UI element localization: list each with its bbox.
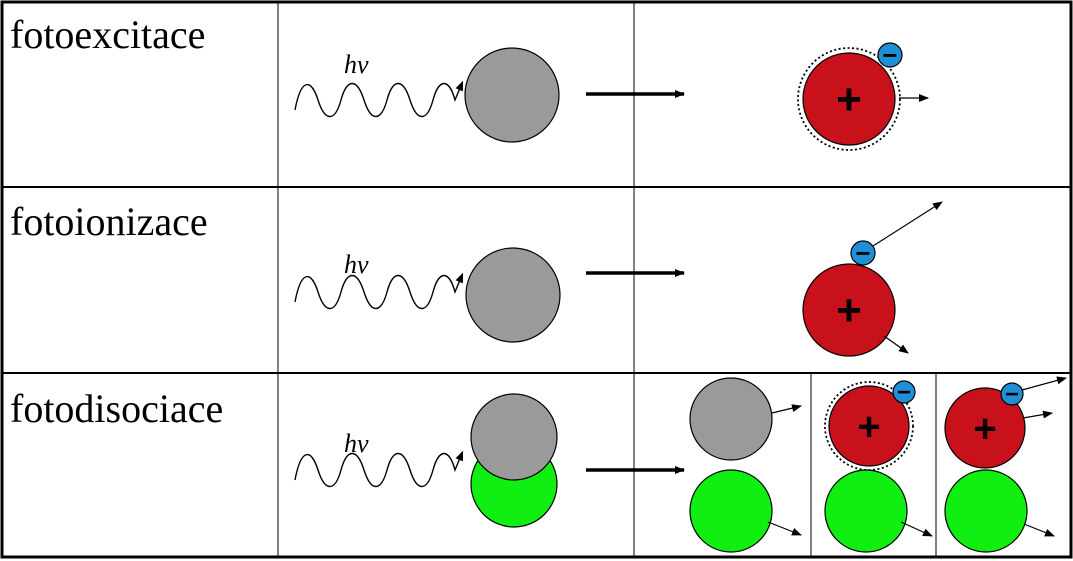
row-label: fotoionizace [10,199,208,244]
electron [1000,382,1024,406]
row-photoionization: fotoionizace hν + − [10,199,943,357]
gray-fragment [689,377,773,461]
row-label: fotoexcitace [10,12,205,57]
photon-label: hν [344,250,369,279]
row-label: fotodisociace [10,386,223,431]
photon-wave [294,80,464,118]
green-fragment [944,469,1028,553]
photon-label: hν [344,429,369,458]
motion-arrow [1023,523,1055,537]
positive-charge-icon: + [857,405,880,449]
neutral-particle [465,247,561,343]
electron [892,380,916,404]
photon-wave [294,272,464,310]
row-photodissociation: fotodisociace hν + − + − [10,376,1067,553]
excited-ion [828,385,910,467]
negative-charge-icon: − [855,238,870,268]
green-fragment [689,469,773,553]
electron-motion-arrow [872,201,943,247]
electron [877,42,903,68]
product-neutral-fragments [689,377,802,553]
product-excited-ion: + − [824,379,933,553]
neutral-particle [464,47,560,143]
negative-charge-icon: − [1005,381,1019,408]
motion-arrow [771,404,802,414]
motion-arrow [767,521,802,536]
electron [850,240,876,266]
product-ionized-fragment: + − [944,376,1067,553]
photon-label: hν [344,50,369,79]
positive-charge-icon: + [973,407,996,451]
molecule-fragment-gray [470,393,558,481]
positive-charge-icon: + [836,75,862,124]
motion-arrow [900,521,933,537]
negative-charge-icon: − [897,379,911,406]
ion [944,387,1026,469]
ion [802,263,896,357]
positive-charge-icon: + [836,286,862,335]
photon-wave [294,450,464,488]
negative-charge-icon: − [882,40,897,70]
excited-ion [802,52,896,146]
green-fragment [824,469,908,553]
ion-motion-arrow [1022,410,1053,419]
excitation-cloud [797,47,901,151]
ion-motion-arrow [883,335,909,354]
row-photoexcitation: fotoexcitace hν + − [10,12,929,151]
electron-motion-arrow [1021,376,1067,391]
